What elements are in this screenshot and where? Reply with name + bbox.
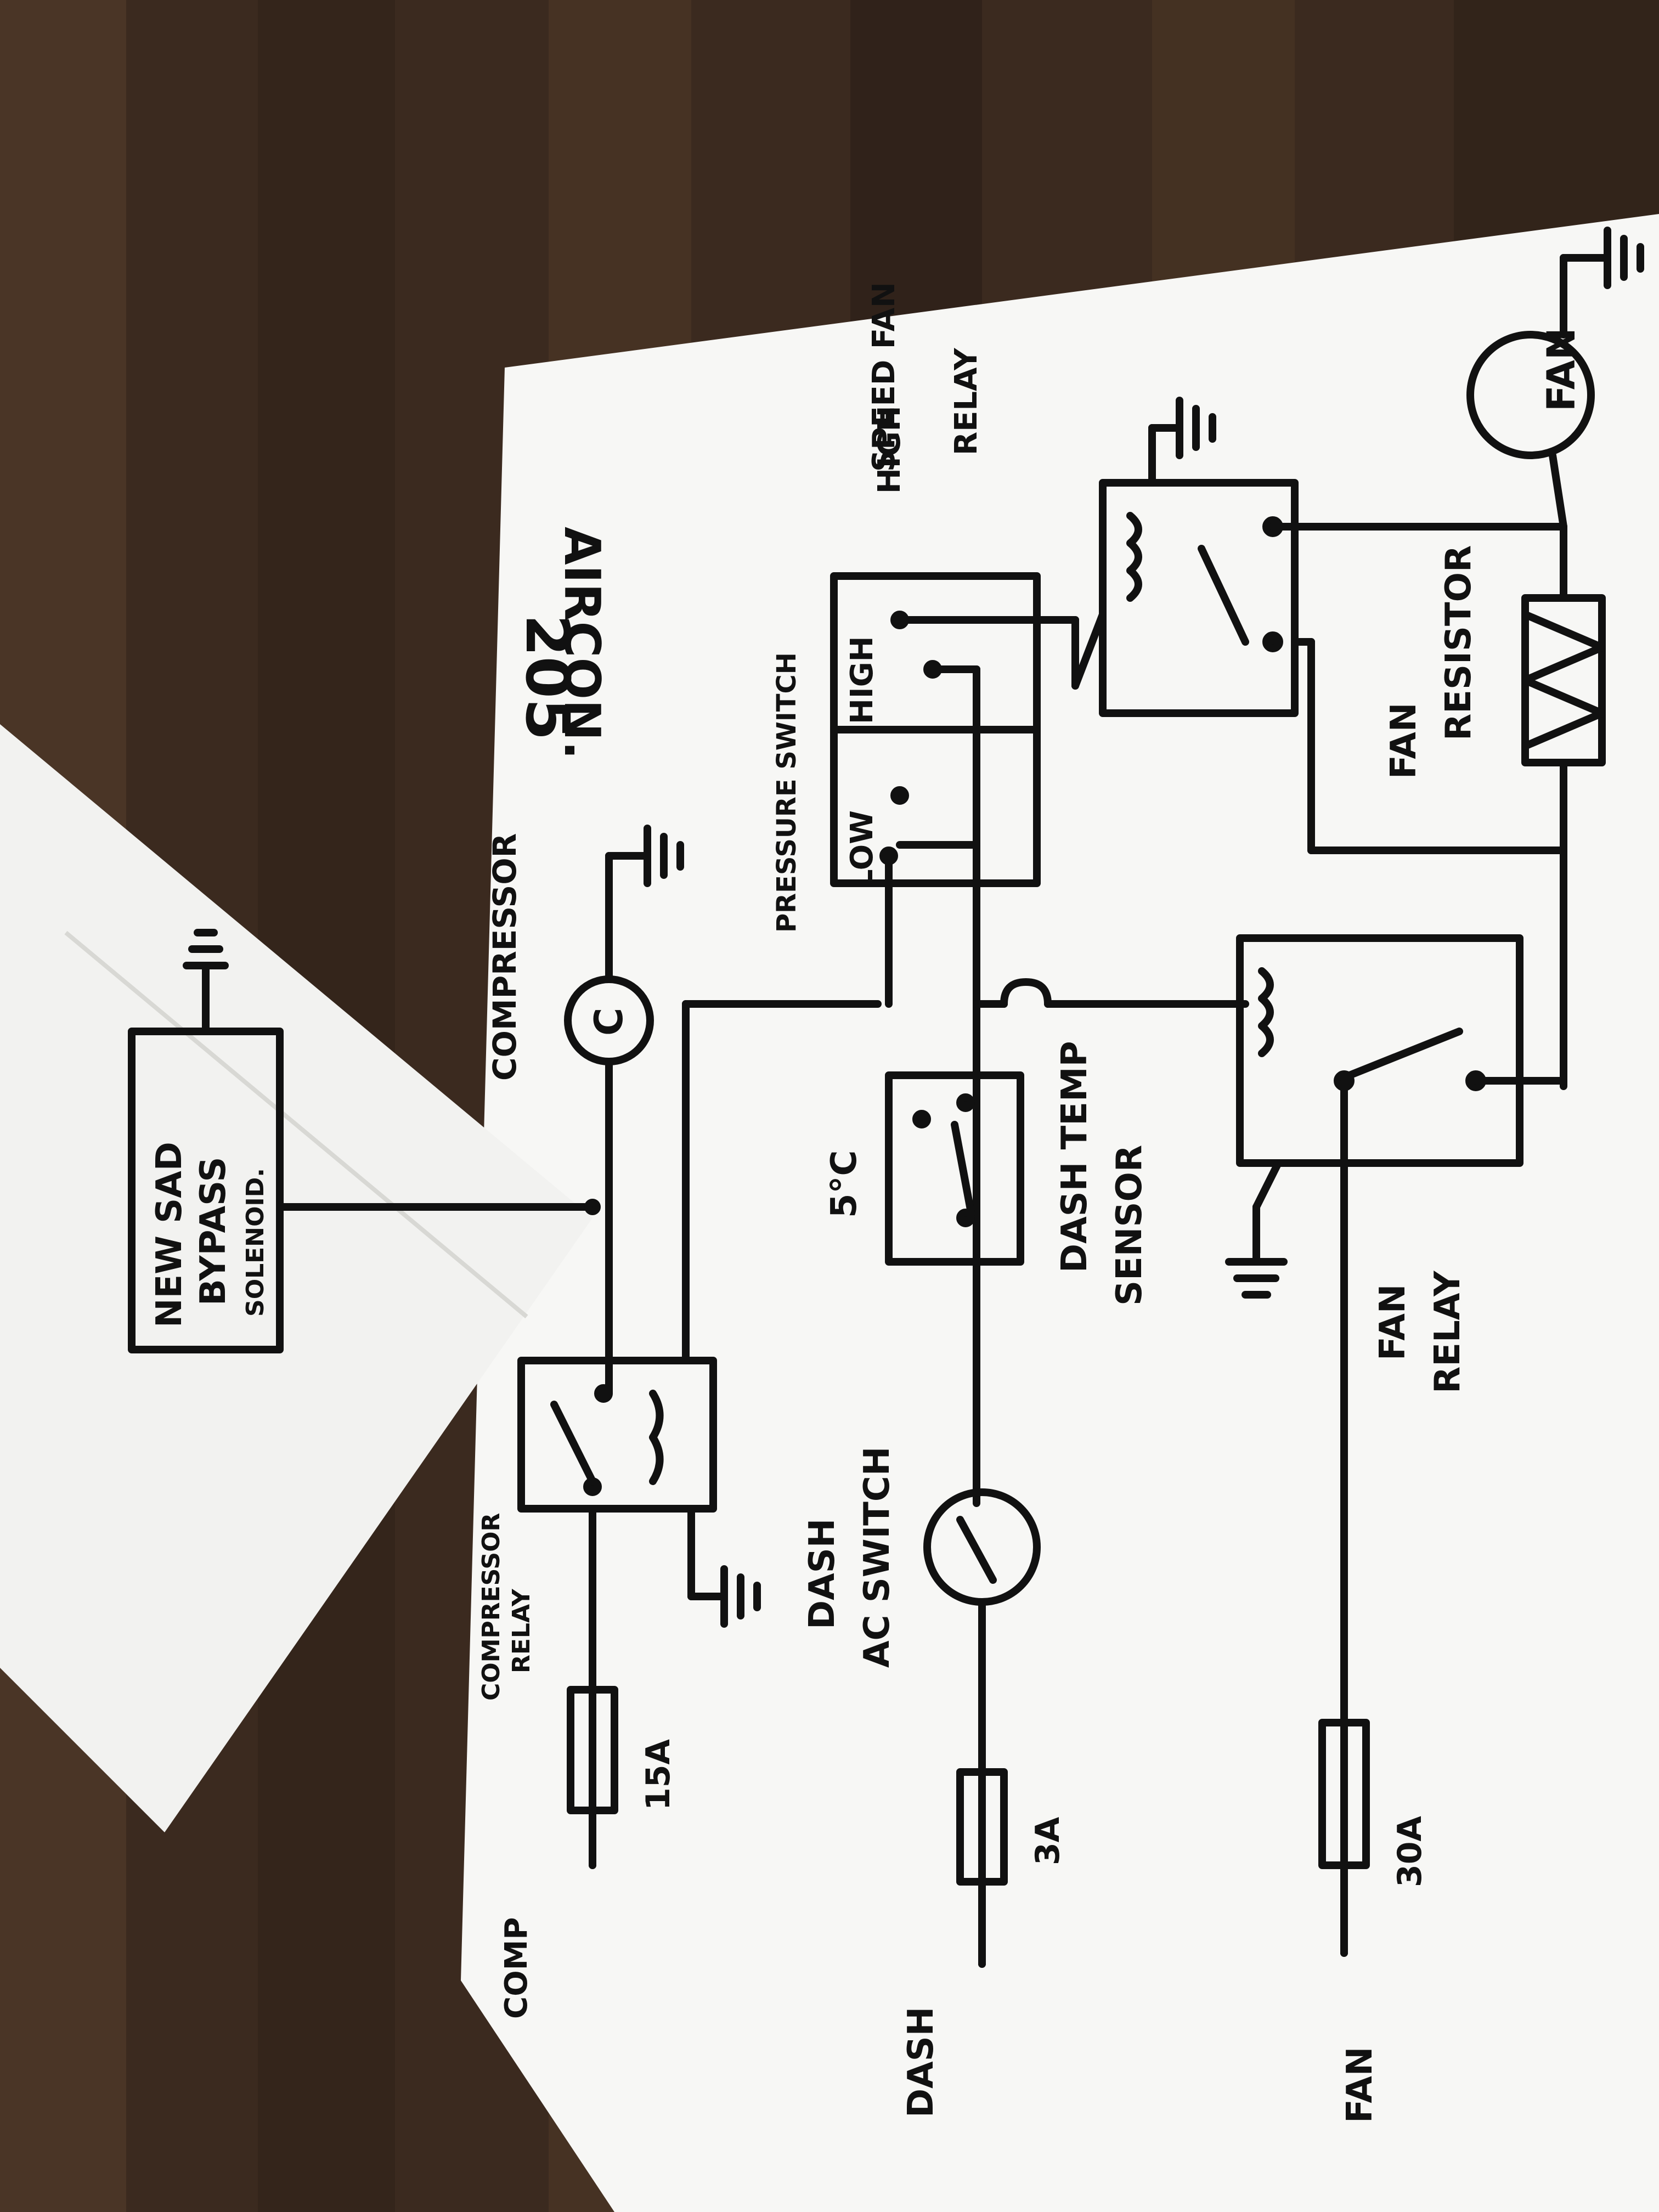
dash-ac-switch-line2: AC SWITCH bbox=[857, 1447, 898, 1668]
low-label: LOW bbox=[844, 810, 880, 889]
title-number: 205 bbox=[512, 614, 583, 741]
high-speed-fan-relay-line2: SPEED FAN bbox=[866, 282, 902, 472]
high-speed-fan-relay-line3: RELAY bbox=[949, 347, 984, 455]
compressor-relay-line1: COMPRESSOR bbox=[477, 1513, 505, 1701]
fan-circle-label: FAN bbox=[1539, 328, 1584, 411]
fan-relay-line1: FAN bbox=[1373, 1284, 1413, 1361]
fuse-15a-label: 15A bbox=[639, 1739, 678, 1810]
title-text: AIRCON. bbox=[553, 527, 611, 760]
fan-relay-line2: RELAY bbox=[1427, 1271, 1468, 1393]
dash-temp-sensor bbox=[885, 1071, 1024, 1507]
high-speed-fan-relay bbox=[1071, 397, 1567, 854]
compressor-label: COMPRESSOR bbox=[486, 833, 523, 1081]
dash-ac-switch-line1: DASH bbox=[802, 1519, 843, 1629]
compressor-symbol-letter: C bbox=[586, 1008, 631, 1036]
fuse-15a bbox=[567, 1686, 618, 1869]
hop-wire bbox=[973, 978, 1249, 1008]
high-label: HIGH bbox=[844, 636, 880, 724]
envelope-fold bbox=[64, 930, 528, 1319]
compressor-symbol bbox=[564, 825, 684, 1397]
fan-relay bbox=[1225, 934, 1567, 1957]
fuse-30a-label: 30A bbox=[1391, 1816, 1429, 1887]
fuse-3a-label: 3A bbox=[1029, 1816, 1067, 1865]
compressor-relay-line2: RELAY bbox=[507, 1588, 535, 1673]
feed-dash-label: DASH bbox=[901, 2007, 941, 2118]
fan-resistor bbox=[1521, 523, 1606, 1090]
solenoid-box bbox=[128, 929, 596, 1353]
solenoid-line3: SOLENOID. bbox=[241, 1168, 269, 1317]
dash-temp-sensor-line2: SENSOR bbox=[1109, 1145, 1150, 1306]
solenoid-line2: BYPASS bbox=[193, 1157, 234, 1306]
fan-motor bbox=[1466, 227, 1644, 531]
fan-resistor-line1: FAN bbox=[1384, 703, 1424, 779]
solenoid-line1: NEW SAD bbox=[149, 1142, 190, 1328]
temp-value: 5°c bbox=[824, 1150, 865, 1218]
high-speed-fan-relay-line1: HIGH bbox=[872, 405, 907, 494]
feed-fan-label: FAN bbox=[1340, 2047, 1380, 2123]
fan-resistor-line2: RESISTOR bbox=[1438, 545, 1479, 741]
feed-wires bbox=[978, 1861, 1348, 1968]
feed-comp-label: COMP bbox=[499, 1917, 534, 2019]
pressure-switch-label: PRESSURE SWITCH bbox=[771, 652, 802, 933]
paper-sheet bbox=[461, 214, 1659, 2212]
dash-temp-sensor-line1: DASH TEMP bbox=[1054, 1041, 1095, 1273]
